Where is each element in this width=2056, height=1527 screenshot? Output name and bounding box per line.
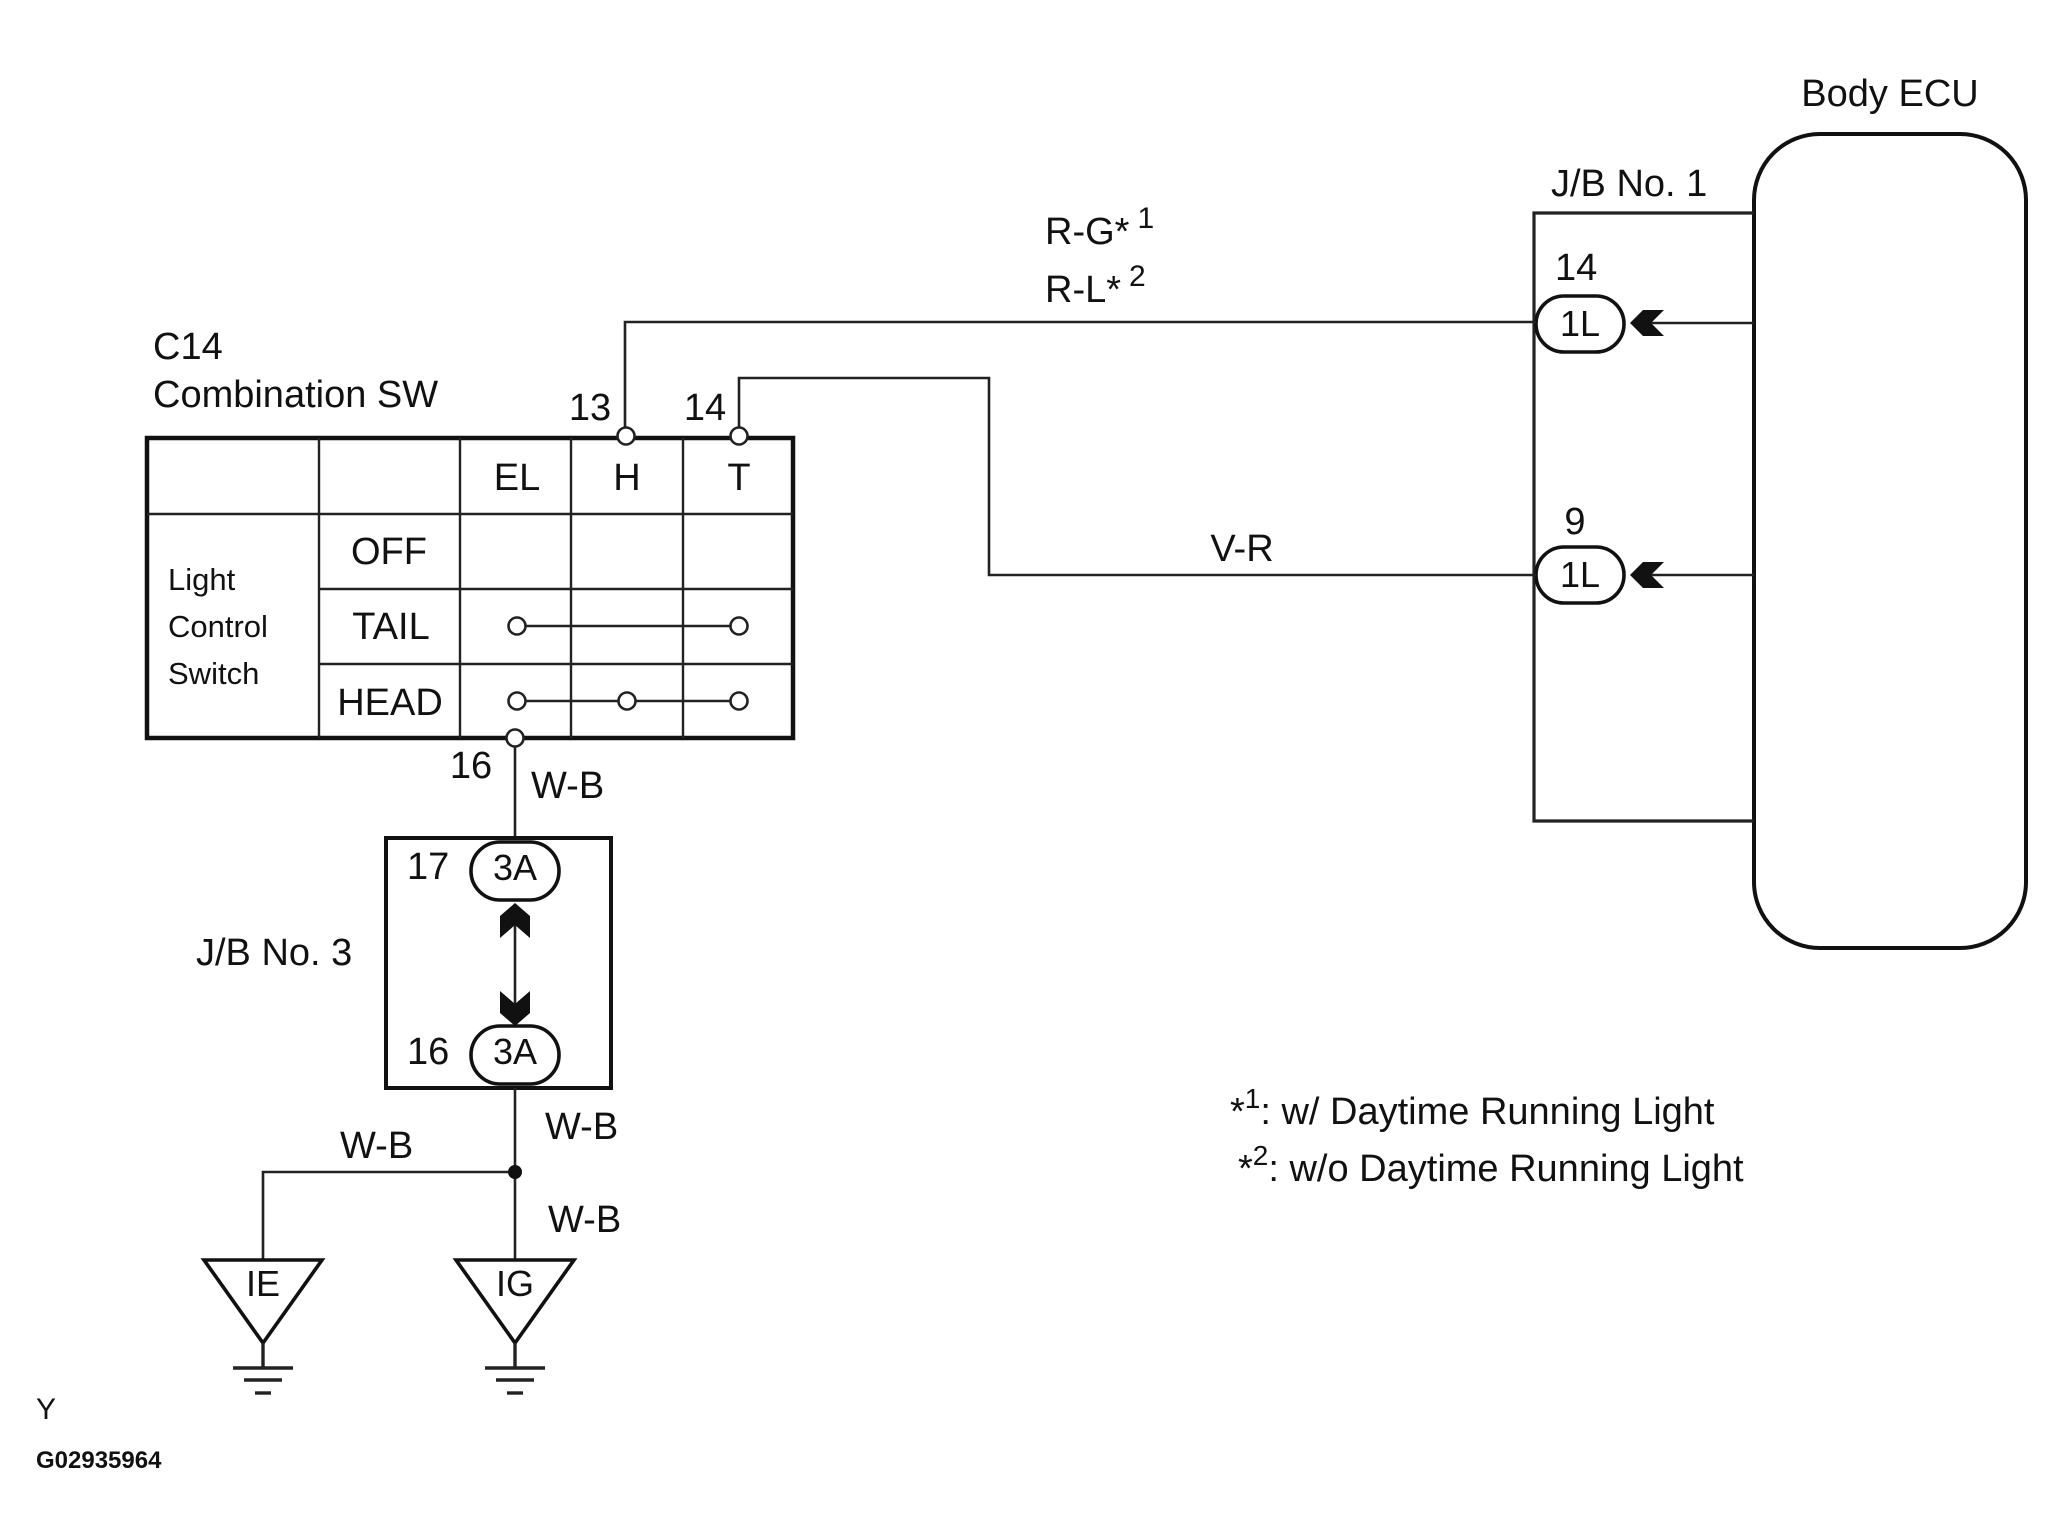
position-tail: TAIL bbox=[352, 606, 429, 648]
footnote-1: *1: w/ Daytime Running Light bbox=[1230, 1083, 1715, 1133]
head-contact bbox=[617, 691, 637, 711]
wire-t-color: V-R bbox=[1210, 528, 1273, 570]
column-t: T bbox=[727, 457, 750, 499]
column-el: EL bbox=[494, 457, 540, 499]
wire-t bbox=[737, 376, 1536, 577]
combination-switch: C14 Combination SW 13 14 EL H T Light Co… bbox=[144, 326, 796, 741]
wire-ground-color: W-B bbox=[548, 1199, 621, 1241]
terminal-h bbox=[616, 426, 636, 446]
wire-h-color-2: R-L*2 bbox=[1045, 260, 1146, 311]
junction-block-1: J/B No. 1 14 1L 9 1L bbox=[1532, 163, 1754, 823]
ground-ig-label: IG bbox=[496, 1263, 534, 1304]
group-label-line: Control bbox=[168, 609, 268, 644]
ground-ie-triangle bbox=[200, 1258, 326, 1347]
footnote-2: *2: w/o Daytime Running Light bbox=[1238, 1140, 1744, 1190]
position-head: HEAD bbox=[337, 682, 443, 724]
ground-ig-triangle bbox=[452, 1258, 578, 1347]
jb1-terminal-pin: 9 bbox=[1564, 501, 1585, 543]
wire-h bbox=[623, 320, 1536, 436]
wire-ground-color: W-B bbox=[531, 765, 604, 807]
terminal-16 bbox=[505, 728, 525, 748]
switch-name: Combination SW bbox=[153, 374, 438, 416]
jb3-bottom-pin: 16 bbox=[407, 1031, 449, 1073]
jb3-top-connector-label: 3A bbox=[493, 847, 537, 888]
group-label-line: Light bbox=[168, 562, 236, 597]
tail-contact bbox=[507, 616, 527, 636]
body-ecu-title: Body ECU bbox=[1801, 73, 1978, 115]
jb3-down-arrow-icon bbox=[500, 991, 530, 1026]
jb3-bottom-connector-label: 3A bbox=[493, 1031, 537, 1072]
wire-ground-branch bbox=[261, 1170, 515, 1262]
jb1-arrow-icon bbox=[1630, 310, 1664, 336]
switch-code: C14 bbox=[153, 326, 223, 368]
head-contact bbox=[507, 691, 527, 711]
jb1-connector-label: 1L bbox=[1560, 303, 1600, 344]
jb1-connector-label: 1L bbox=[1560, 554, 1600, 595]
signal-wires: R-G*1 R-L*2 V-R bbox=[623, 202, 1536, 577]
wire-ground-color: W-B bbox=[545, 1106, 618, 1148]
group-label-line: Switch bbox=[168, 656, 259, 691]
jb1-outline bbox=[1532, 211, 1754, 823]
column-h: H bbox=[613, 457, 640, 499]
ground-ig-icon bbox=[485, 1343, 545, 1395]
splice-point bbox=[508, 1165, 522, 1179]
ground-ie-icon bbox=[233, 1343, 293, 1395]
footer-letter: Y bbox=[36, 1393, 56, 1426]
jb3-top-pin: 17 bbox=[407, 846, 449, 888]
jb3-bottom-connector bbox=[469, 1024, 561, 1086]
figure-code: G02935964 bbox=[36, 1447, 162, 1474]
terminal-t bbox=[729, 426, 749, 446]
ground-circuit: 16 W-B J/B No. 3 17 3A 16 3A W-B W-B W-B… bbox=[196, 728, 621, 1395]
head-contact bbox=[729, 691, 749, 711]
pin-h-number: 13 bbox=[569, 387, 611, 429]
tail-contact bbox=[729, 616, 749, 636]
jb1-arrow-icon bbox=[1630, 562, 1664, 588]
pin-16-number: 16 bbox=[450, 745, 492, 787]
footnotes: *1: w/ Daytime Running Light *2: w/o Day… bbox=[1230, 1083, 1744, 1190]
jb3-title: J/B No. 3 bbox=[196, 932, 352, 974]
jb1-title: J/B No. 1 bbox=[1551, 163, 1707, 205]
jb3-top-connector bbox=[469, 840, 561, 902]
switch-grid bbox=[147, 438, 793, 738]
jb3-up-arrow-icon bbox=[500, 903, 530, 938]
jb1-terminal-pin: 14 bbox=[1555, 247, 1597, 289]
position-off: OFF bbox=[351, 531, 427, 573]
pin-t-number: 14 bbox=[684, 387, 726, 429]
ground-ie-label: IE bbox=[246, 1263, 280, 1304]
jb1-connector bbox=[1534, 294, 1626, 354]
body-ecu-box bbox=[1752, 132, 2028, 950]
wire-h-color-1: R-G*1 bbox=[1045, 202, 1154, 253]
body-ecu: Body ECU bbox=[1752, 73, 2028, 950]
wire-ground-color: W-B bbox=[340, 1125, 413, 1167]
